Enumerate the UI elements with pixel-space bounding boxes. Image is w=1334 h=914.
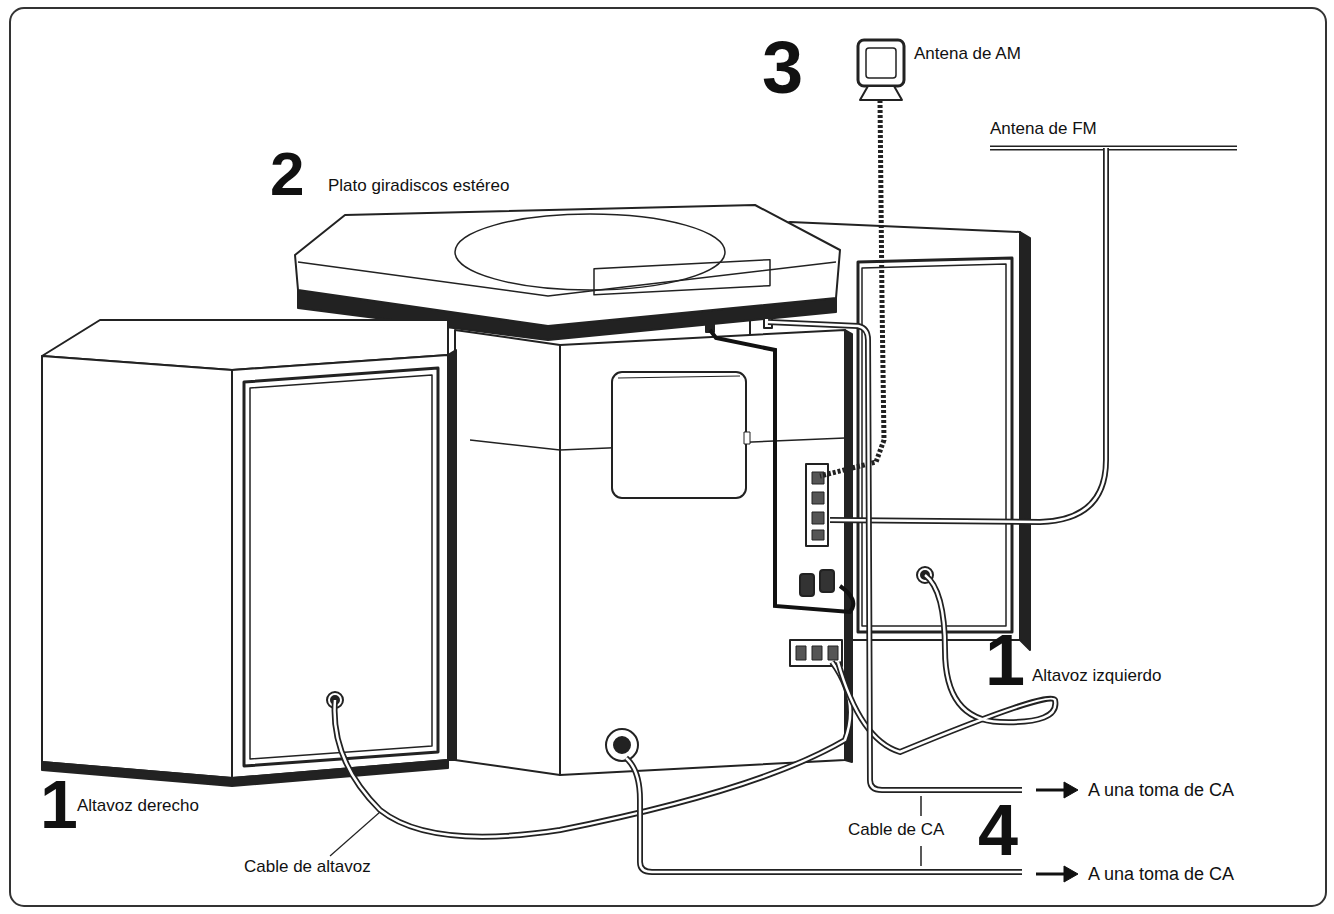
destination-label: A una toma de CA [1088, 781, 1234, 799]
part-label: Altavoz izquierdo [1032, 667, 1161, 684]
callout-number: 3 [762, 31, 803, 105]
speaker-cables [335, 575, 1056, 837]
main-unit [455, 330, 852, 775]
callout-number: 1 [985, 624, 1025, 696]
part-label: Antena de FM [990, 120, 1097, 137]
part-label: Plato giradiscos estéreo [328, 177, 509, 194]
callout-number: 2 [270, 143, 304, 205]
leader-line [330, 812, 380, 856]
cable-label: Cable de CA [848, 821, 944, 838]
callout-number: 4 [978, 794, 1018, 866]
right-speaker [42, 320, 456, 786]
phono-cable [710, 330, 853, 612]
destination-label: A una toma de CA [1088, 865, 1234, 883]
am-antenna [820, 40, 904, 476]
ac-cables [626, 322, 1022, 872]
outlet-arrows [1036, 782, 1078, 882]
part-label: Altavoz derecho [77, 797, 199, 814]
fm-antenna [830, 148, 1237, 522]
cable-label: Cable de altavoz [244, 858, 371, 875]
frame [10, 8, 1326, 906]
callout-number: 1 [40, 770, 78, 838]
part-label: Antena de AM [914, 45, 1021, 62]
